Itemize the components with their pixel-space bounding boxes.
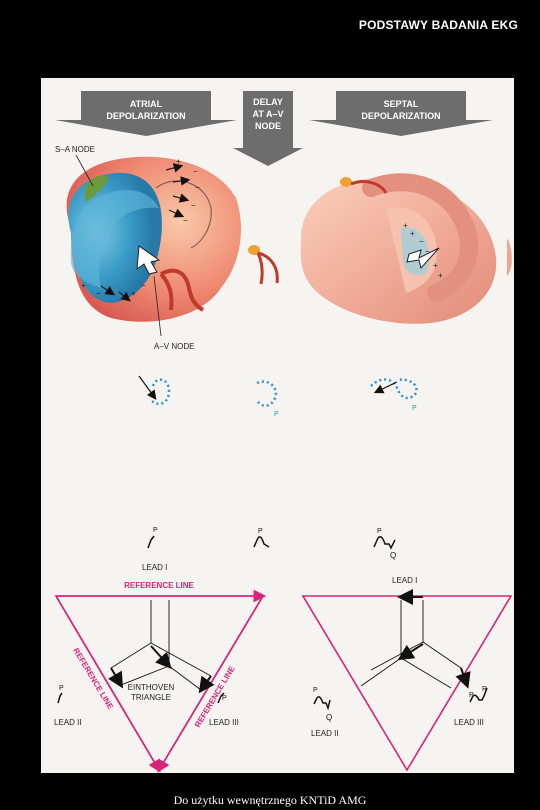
loop-vector-arrow-septal	[373, 381, 398, 394]
lead-i-wave-delay	[253, 536, 270, 548]
page-footer-text: Do użytku wewnętrznego KNTiD AMG	[173, 793, 367, 807]
heart-septal-illustration: ++− −++	[300, 173, 512, 324]
ekg-diagram: ATRIAL DEPOLARIZATION DELAY AT A–V NODE …	[54, 91, 513, 773]
stage-atrial-line1: ATRIAL	[130, 99, 163, 109]
einthoven-label-1: EINTHOVEN	[128, 683, 175, 692]
banner-arrow-shape	[55, 91, 237, 136]
lead-ii-q-label-right: Q	[326, 713, 332, 722]
ekg-figure-panel: ATRIAL DEPOLARIZATION DELAY AT A–V NODE …	[41, 78, 514, 773]
septal-vector-arrow	[406, 247, 440, 270]
stage-septal-line1: SEPTAL	[384, 99, 419, 109]
mean-vector-arrow	[136, 245, 161, 275]
lead-iii-wave-left	[217, 692, 225, 704]
lead-iii-wave-right	[469, 687, 488, 703]
projection-lines-left	[110, 600, 212, 691]
svg-text:−: −	[183, 216, 188, 225]
vector-loop-atrial	[150, 378, 171, 406]
projection-lines-right	[360, 600, 462, 689]
svg-text:+: +	[438, 271, 443, 280]
einthoven-triangle-right	[301, 589, 513, 772]
stage-banner-delay: DELAY AT A–V NODE	[233, 91, 303, 166]
lead-i-label-left: LEAD I	[142, 563, 167, 572]
heart-atrial-illustration: +−− −−+ −+− S–A NODE A–V NODE	[55, 145, 242, 351]
svg-text:−: −	[195, 183, 200, 192]
av-node-label: A–V NODE	[154, 342, 194, 351]
lead-i-p-label-atrial: P	[153, 527, 158, 534]
av-node-delay-illustration	[248, 245, 279, 285]
lead-i-wave-atrial	[147, 535, 155, 549]
stage-delay-line1: DELAY	[253, 97, 283, 107]
lead-iii-label-right: LEAD III	[454, 718, 484, 727]
einthoven-triangle-left: REFERENCE LINE REFERENCE LINE REFERENCE …	[54, 581, 267, 773]
svg-text:+: +	[410, 229, 415, 238]
svg-text:+: +	[176, 157, 181, 166]
svg-text:−: −	[141, 281, 146, 290]
stage-banner-atrial: ATRIAL DEPOLARIZATION	[55, 91, 237, 136]
loop-p-label-delay: P	[274, 411, 279, 418]
charge-signs: +−− −−+ −+−	[81, 157, 200, 298]
mean-vector-left	[150, 645, 172, 669]
svg-text:−: −	[419, 237, 424, 246]
sa-node-label: S–A NODE	[55, 145, 95, 154]
banner-arrow-shape	[309, 91, 493, 136]
banner-arrow-shape	[233, 91, 303, 166]
lead-iii-projection	[198, 675, 215, 694]
svg-text:+: +	[131, 289, 136, 298]
loop-vector-arrow	[138, 375, 157, 400]
septal-charge-signs: ++− −++	[403, 221, 443, 280]
lead-ii-projection	[108, 667, 124, 689]
lead-ii-p-label-left: P	[59, 685, 64, 692]
svg-text:−: −	[191, 201, 196, 210]
stage-delay-line2: AT A–V	[252, 109, 283, 119]
einthoven-label-2: TRIANGLE	[131, 693, 171, 702]
svg-text:+: +	[433, 261, 438, 270]
stage-banner-septal: SEPTAL DEPOLARIZATION	[309, 91, 493, 136]
reference-line-top-left: REFERENCE LINE	[124, 581, 194, 590]
mean-vector-right	[397, 643, 424, 661]
stage-atrial-line2: DEPOLARIZATION	[106, 111, 185, 121]
lead-i-p-label-delay: P	[258, 528, 263, 535]
lead-iii-label-left: LEAD III	[209, 718, 239, 727]
vector-loop-septal	[370, 378, 418, 400]
lead-iii-p-label-left: P	[222, 695, 227, 702]
lead-i-waveforms	[147, 535, 396, 550]
lead-iii-p-label-right: P	[469, 692, 474, 699]
lead-ii-p-label-right: P	[313, 687, 318, 694]
page-header-title: PODSTAWY BADANIA EKG	[358, 18, 518, 32]
lead-i-p-label-septal: P	[377, 528, 382, 535]
lead-ii-label-right: LEAD II	[311, 729, 339, 738]
lead-iii-r-label-right: R	[482, 686, 487, 693]
lead-iii-projection-right	[455, 667, 471, 689]
svg-text:−: −	[96, 289, 101, 298]
lead-i-q-label: Q	[390, 551, 396, 560]
stage-delay-line3: NODE	[255, 121, 281, 131]
depolarization-arrows	[100, 163, 191, 302]
lead-ii-wave-left	[57, 692, 63, 704]
vector-loop-delay	[255, 380, 278, 407]
stage-septal-line2: DEPOLARIZATION	[361, 111, 440, 121]
svg-text:+: +	[403, 221, 408, 230]
lead-ii-label-left: LEAD II	[54, 718, 82, 727]
lead-ii-wave-right	[313, 696, 331, 711]
lead-i-label-right: LEAD I	[392, 576, 417, 585]
reference-line-lead-ii: REFERENCE LINE	[71, 646, 115, 711]
vector-loops	[150, 378, 418, 407]
svg-text:−: −	[425, 247, 430, 256]
lead-i-wave-septal	[373, 536, 396, 550]
svg-text:−: −	[193, 167, 198, 176]
loop-p-label-septal: P	[412, 405, 417, 412]
svg-text:+: +	[81, 281, 86, 290]
